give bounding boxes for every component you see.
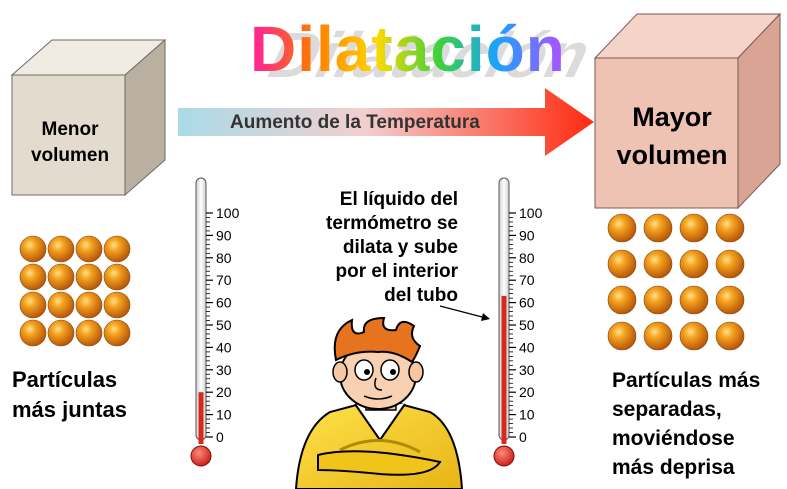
particle [75,319,103,347]
thermometer-scale-label: 50 [519,317,535,333]
particle [643,213,673,243]
particle [679,285,709,315]
particle [19,291,47,319]
temperature-arrow [178,88,594,156]
thermometer-bulb [493,445,515,467]
large-cube-label: Mayor volumen [602,98,742,174]
thermometer-scale-label: 40 [519,339,535,355]
large-cube-label-line-2: volumen [616,140,728,170]
explanation-line-5: del tubo [384,285,458,306]
particle [607,285,637,315]
thermometer-scale-label: 10 [216,407,232,423]
thermometer-scale-label: 80 [216,250,232,266]
particle [47,263,75,291]
particle [47,291,75,319]
cartoon-boy-illustration [294,316,464,489]
explanation-line-2: termómetro se [326,213,458,234]
particle [103,319,131,347]
thermometer-scale-label: 60 [519,295,535,311]
large-cube [593,12,782,210]
right-caption-line-1: Partículas más [612,369,761,392]
thermometer-scale-label: 30 [216,362,232,378]
particle [643,285,673,315]
thermometer-scale-label: 30 [519,362,535,378]
particle [679,321,709,351]
particle [47,319,75,347]
particle [607,321,637,351]
explanation-line-4: por el interior [335,261,458,282]
left-caption: Partículas más juntas [12,365,127,425]
large-cube-label-line-1: Mayor [632,102,712,132]
thermometer-scale-label: 0 [519,429,527,445]
particle [607,249,637,279]
particle [103,263,131,291]
thermometer-scale-label: 0 [216,429,224,445]
particle [679,249,709,279]
thermometer-scale-label: 80 [519,250,535,266]
thermometer-scale-label: 90 [519,227,535,243]
thermometer-scale-label: 70 [216,272,232,288]
particles-close-together [19,235,131,347]
particle [643,321,673,351]
particle [19,319,47,347]
right-caption: Partículas más separadas, moviéndose más… [612,366,760,482]
small-cube-label-line-1: Menor [41,119,99,140]
particle [715,321,745,351]
particle [607,213,637,243]
right-caption-line-2: separadas, [612,398,722,421]
thermometer-scale-label: 60 [216,295,232,311]
thermometer-scale-label: 50 [216,317,232,333]
particle [19,235,47,263]
right-caption-line-3: moviéndose [612,427,735,450]
particle [75,263,103,291]
left-caption-line-2: más juntas [12,397,127,422]
explanation-line-1: El líquido del [339,189,458,210]
thermometer-scale-label: 40 [216,339,232,355]
thermometer-explanation: El líquido del termómetro se dilata y su… [276,188,458,308]
particle [715,249,745,279]
particle [75,291,103,319]
particle [103,235,131,263]
thermometer-bulb [190,445,212,467]
particle [103,291,131,319]
thermometer-scale-label: 20 [216,384,232,400]
left-caption-line-1: Partículas [12,367,118,392]
particle [715,285,745,315]
right-caption-line-4: más deprisa [612,456,735,479]
thermometer-scale-label: 70 [519,272,535,288]
thermometer-scale-label: 20 [519,384,535,400]
arrow-label: Aumento de la Temperatura [230,112,480,133]
diagram-title: Dilatación [250,13,566,85]
thermometer-liquid [501,295,507,444]
explanation-line-3: dilata y sube [342,237,458,258]
particle [715,213,745,243]
particle [47,235,75,263]
thermometer-scale-label: 100 [519,205,543,221]
thermometer-scale-label: 90 [216,227,232,243]
thermometer-liquid [198,392,204,444]
thermometer-scale-label: 10 [519,407,535,423]
particle [19,263,47,291]
small-cube-label: Menor volumen [20,117,120,169]
small-cube-label-line-2: volumen [30,145,110,166]
particle [643,249,673,279]
particle [75,235,103,263]
particles-spread-apart [607,213,745,351]
thermometer-scale-label: 100 [216,205,240,221]
pointer-arrow [439,305,490,321]
particle [679,213,709,243]
small-cube [10,38,167,197]
